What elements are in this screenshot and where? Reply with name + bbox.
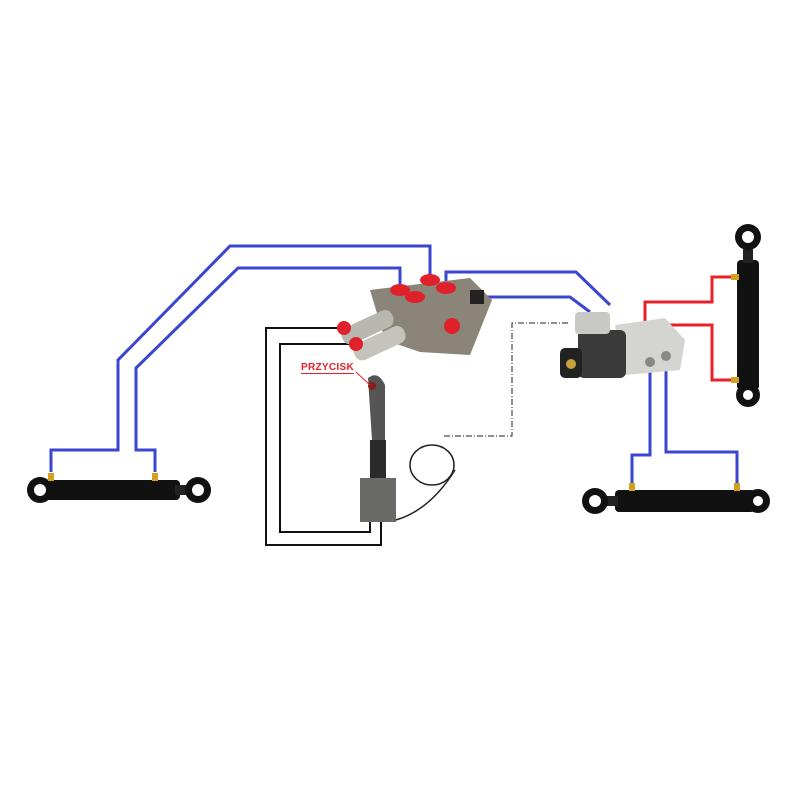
hose-left-outer (49, 244, 432, 472)
hose-red-upper (643, 275, 735, 322)
cylinder-left (27, 473, 211, 503)
hose-left-inner (134, 266, 402, 472)
hose-right-upper (444, 270, 612, 307)
electric-cable (444, 322, 570, 437)
hose-bottom-right (664, 370, 739, 484)
directional-control-valve (337, 274, 492, 361)
pilot-lines (265, 327, 382, 546)
cylinder-bottom-right (582, 483, 770, 514)
button-label: PRZYCISK (301, 362, 354, 374)
solenoid-valve (560, 312, 685, 378)
hose-bottom-left (630, 370, 652, 484)
cylinder-vertical (731, 224, 761, 407)
joystick (355, 371, 456, 522)
